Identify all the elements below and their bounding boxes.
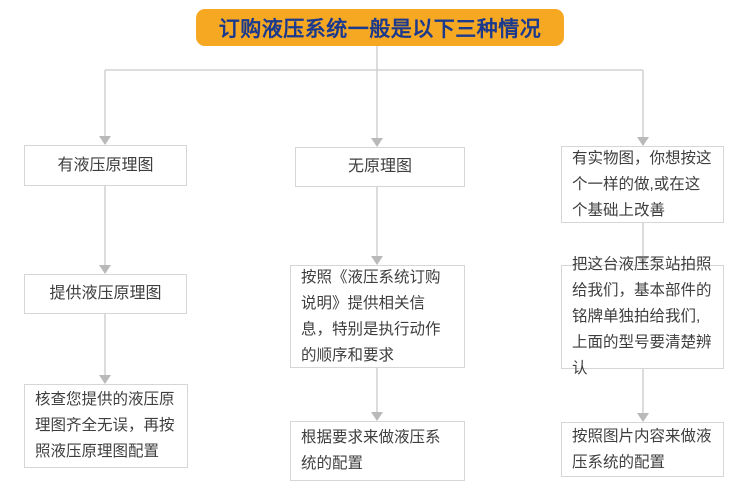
flow-node-configure-by-photos: 按照图片内容来做液压系统的配置	[561, 422, 724, 477]
flow-node-has-schematic: 有液压原理图	[24, 145, 187, 186]
arrowhead-icon	[371, 256, 383, 265]
arrowhead-icon	[637, 413, 649, 422]
flow-node-has-photo-label: 有实物图，你想按这个一样的做,或在这个基础上改善	[572, 149, 712, 219]
flowchart-title: 订购液压系统一般是以下三种情况	[196, 9, 564, 46]
flow-node-provide-schematic-label: 提供液压原理图	[49, 285, 162, 302]
flow-node-configure-by-requirements: 根据要求来做液压系统的配置	[290, 421, 465, 481]
flow-node-follow-order-guide: 按照《液压系统订购说明》提供相关信息，特别是执行动作的顺序和要求	[290, 265, 465, 368]
flow-node-send-photos-label: 把这台液压泵站拍照给我们，基本部件的铭牌单独拍给我们,上面的型号要清楚辨认	[572, 256, 712, 377]
arrowhead-icon	[371, 412, 383, 421]
flow-node-send-photos: 把这台液压泵站拍照给我们，基本部件的铭牌单独拍给我们,上面的型号要清楚辨认	[561, 256, 724, 377]
arrowhead-icon	[99, 136, 111, 145]
flow-node-has-photo: 有实物图，你想按这个一样的做,或在这个基础上改善	[561, 146, 724, 223]
arrowhead-icon	[99, 265, 111, 274]
arrowhead-icon	[99, 375, 111, 384]
arrowhead-icon	[637, 256, 649, 265]
arrowhead-icon	[371, 138, 383, 147]
flow-node-configure-by-photos-label: 按照图片内容来做液压系统的配置	[572, 427, 712, 471]
arrowhead-icon	[637, 137, 649, 146]
flow-node-provide-schematic: 提供液压原理图	[24, 274, 187, 314]
flow-node-no-schematic: 无原理图	[295, 147, 465, 187]
flow-node-has-schematic-label: 有液压原理图	[57, 156, 154, 174]
flow-node-verify-schematic-label: 核查您提供的液压原理图齐全无误，再按照液压原理图配置	[35, 391, 175, 460]
flowchart-title-label: 订购液压系统一般是以下三种情况	[218, 17, 542, 41]
flow-node-no-schematic-label: 无原理图	[347, 158, 412, 175]
flow-node-configure-by-requirements-label: 根据要求来做液压系统的配置	[301, 429, 441, 472]
flow-node-verify-schematic: 核查您提供的液压原理图齐全无误，再按照液压原理图配置	[24, 384, 188, 468]
flow-node-follow-order-guide-label: 按照《液压系统订购说明》提供相关信息，特别是执行动作的顺序和要求	[301, 268, 441, 364]
